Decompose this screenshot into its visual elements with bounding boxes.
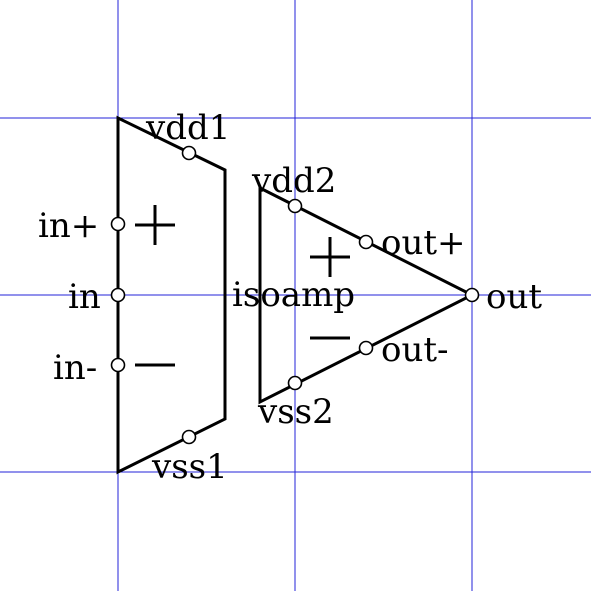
label-out-minus: out-: [381, 330, 449, 370]
pin-in-minus[interactable]: [110, 357, 126, 373]
label-out-plus: out+: [381, 223, 466, 263]
label-out: out: [486, 277, 542, 317]
label-vss2: vss2: [257, 392, 334, 432]
label-in-plus: in+: [38, 206, 99, 246]
pin-out[interactable]: [464, 287, 480, 303]
pin-out-plus[interactable]: [358, 234, 374, 250]
pin-vss1[interactable]: [181, 429, 197, 445]
pin-vss2[interactable]: [287, 375, 303, 391]
pin-in[interactable]: [110, 287, 126, 303]
pin-vdd2[interactable]: [287, 198, 303, 214]
label-in-minus: in-: [53, 348, 97, 388]
pin-out-minus[interactable]: [358, 340, 374, 356]
block-name: isoamp: [232, 275, 355, 315]
label-in: in: [68, 277, 101, 317]
pin-vdd1[interactable]: [181, 145, 197, 161]
label-vdd1: vdd1: [145, 108, 230, 148]
label-vdd2: vdd2: [251, 161, 336, 201]
label-vss1: vss1: [151, 447, 228, 487]
pin-in-plus[interactable]: [110, 216, 126, 232]
